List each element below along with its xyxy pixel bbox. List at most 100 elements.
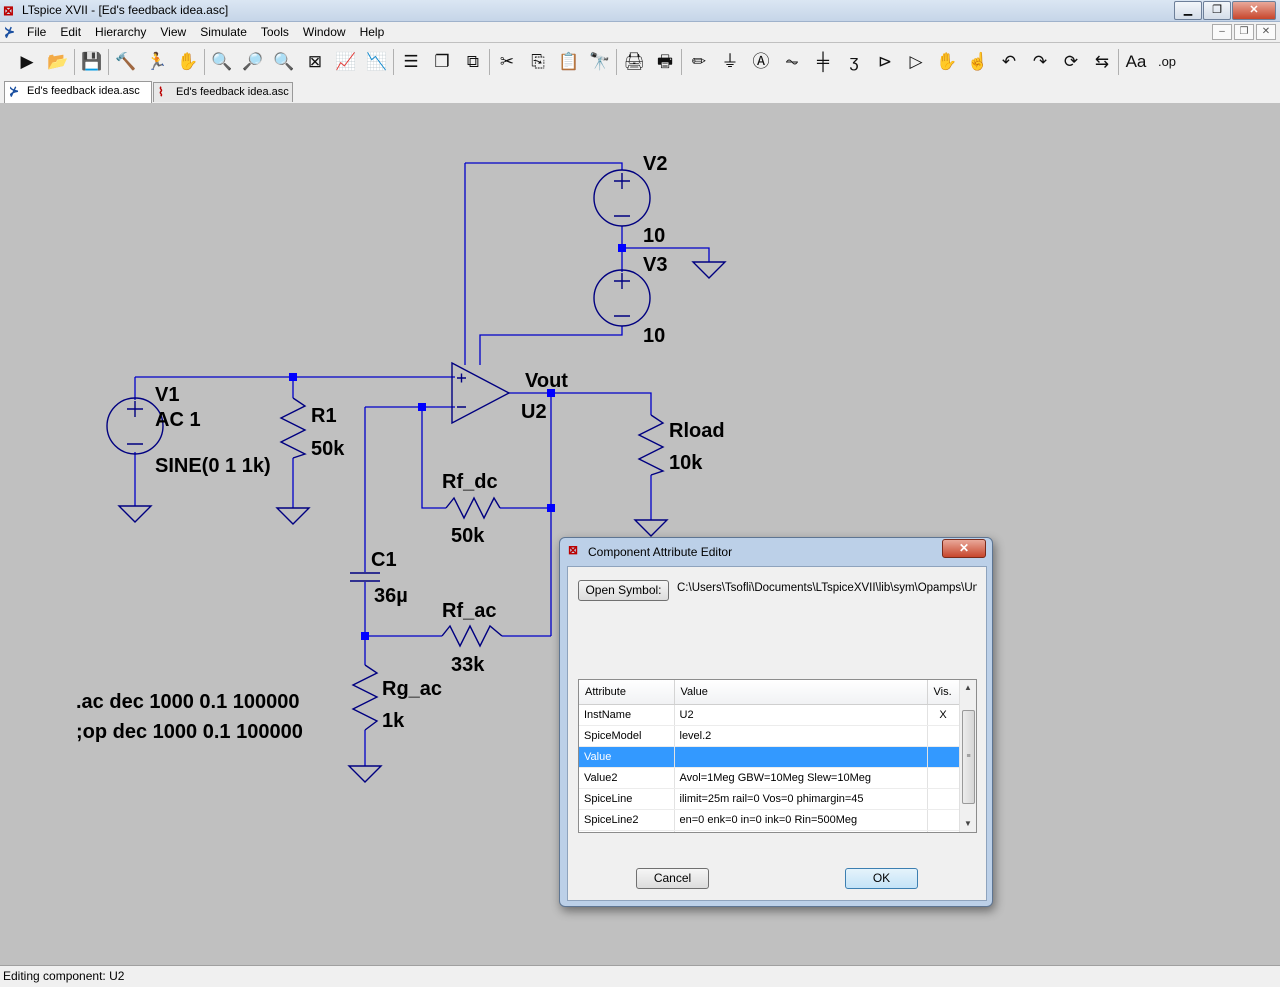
attribute-name[interactable]: InstName [579,704,675,726]
drag-icon[interactable]: ☝ [967,52,989,71]
r1-label[interactable]: R1 [311,405,337,427]
rg-ac-value[interactable]: 1k [382,710,405,732]
v3-value[interactable]: 10 [643,325,665,347]
mdi-close-button[interactable]: ✕ [1256,24,1276,40]
spice-directive-ac[interactable]: .ac dec 1000 0.1 100000 [76,691,300,713]
autorange-icon[interactable]: 📈 [335,52,357,71]
rg-ac-label[interactable]: Rg_ac [382,678,442,700]
attribute-name[interactable]: SpiceLine [579,788,675,810]
dialog-titlebar[interactable]: ⊠ Component Attribute Editor ✕ [560,538,992,564]
v2-label[interactable]: V2 [643,153,667,175]
table-row[interactable]: InstName U2 X [579,704,961,726]
label-net-icon[interactable]: Ⓐ [752,52,770,71]
attribute-value[interactable] [674,746,928,768]
rotate-icon[interactable]: ⟳ [1063,52,1079,71]
scroll-up-icon[interactable]: ▲ [964,683,972,692]
rf-ac-value[interactable]: 33k [451,654,485,676]
zoom-out-icon[interactable]: 🔍 [273,52,295,71]
attribute-name[interactable]: SpiceLine2 [579,809,675,831]
menu-simulate[interactable]: Simulate [200,25,247,39]
rf-ac-label[interactable]: Rf_ac [442,600,496,622]
undo-icon[interactable]: ↶ [1001,52,1017,71]
attribute-name[interactable]: SpiceModel [579,725,675,747]
v2-value[interactable]: 10 [643,225,665,247]
minimize-button[interactable]: ▁ [1174,1,1202,20]
document-menu-icon[interactable]: ⊁ [4,24,15,39]
open-symbol-button[interactable]: Open Symbol: [578,580,669,601]
rf-dc-value[interactable]: 50k [451,525,485,547]
column-value[interactable]: Value [674,680,928,705]
menu-edit[interactable]: Edit [60,25,82,39]
attribute-grid[interactable]: Attribute Value Vis. InstName U2 X Spice… [578,679,977,833]
table-row[interactable]: SpiceLine2 en=0 enk=0 in=0 ink=0 Rin=500… [579,809,961,831]
scroll-thumb[interactable]: ≡ [962,710,975,804]
attribute-grid-scrollbar[interactable]: ▲ ≡ ▼ [959,680,976,832]
print-setup-icon[interactable]: 🖶 [656,52,674,71]
column-attribute[interactable]: Attribute [579,680,675,705]
attribute-visible[interactable] [927,788,961,810]
tab-plot[interactable]: ⌇ Ed's feedback idea.asc [153,82,293,102]
table-row[interactable]: SpiceModel level.2 [579,725,961,747]
zoom-pan-icon[interactable]: 🔎 [242,52,264,71]
cascade-icon[interactable]: ❐ [434,52,450,71]
scroll-down-icon[interactable]: ▼ [964,819,972,828]
copy-icon[interactable]: ⎘ [531,52,545,71]
component-icon[interactable]: ▷ [909,52,923,71]
rload-value[interactable]: 10k [669,452,703,474]
attribute-visible[interactable] [927,746,961,768]
capacitor-icon[interactable]: ╪ [816,52,830,71]
mdi-restore-button[interactable]: ❐ [1234,24,1254,40]
rload-label[interactable]: Rload [669,420,725,442]
v3-label[interactable]: V3 [643,254,667,276]
table-row-selected[interactable]: Value [579,746,961,768]
table-row[interactable]: SpiceLine ilimit=25m rail=0 Vos=0 phimar… [579,788,961,810]
print-icon[interactable]: 🖨 [623,52,645,71]
menu-view[interactable]: View [160,25,187,39]
restore-button[interactable]: ❐ [1203,1,1231,20]
attribute-visible[interactable] [927,725,961,747]
attribute-value[interactable]: en=0 enk=0 in=0 ink=0 Rin=500Meg [674,809,928,831]
plot-settings-icon[interactable]: 📉 [366,52,388,71]
attribute-value[interactable]: ilimit=25m rail=0 Vos=0 phimargin=45 [674,788,928,810]
paste-icon[interactable]: 📋 [558,52,580,71]
r1-value[interactable]: 50k [311,438,345,460]
mirror-icon[interactable]: ⇆ [1094,52,1110,71]
pan-icon[interactable]: ✋ [177,52,199,71]
schematic-drawing[interactable]: V2 10 V3 10 V1 AC 1 SINE(0 1 1k) R1 50k … [0,103,1280,965]
text-icon[interactable]: Aa [1125,52,1147,71]
ltspice-app-icon[interactable]: ⊠ [3,3,14,18]
u2-label[interactable]: U2 [521,401,547,423]
table-row[interactable]: Value2 Avol=1Meg GBW=10Meg Slew=10Meg [579,767,961,789]
menu-window[interactable]: Window [302,25,346,39]
control-panel-icon[interactable]: 🔨 [115,52,137,71]
attribute-value[interactable]: U2 [674,704,928,726]
resistor-icon[interactable]: ⏦ [785,52,799,71]
mdi-minimize-button[interactable]: ‒ [1212,24,1232,40]
inductor-icon[interactable]: ʒ [849,52,859,71]
zoom-fit-icon[interactable]: ⊠ [307,52,323,71]
v1-label[interactable]: V1 [155,384,179,406]
close-button[interactable]: ✕ [1232,1,1276,20]
menu-hierarchy[interactable]: Hierarchy [95,25,147,39]
c1-value[interactable]: 36µ [374,585,408,607]
attribute-visible[interactable] [927,809,961,831]
spice-directive-op[interactable]: ;op dec 1000 0.1 100000 [76,721,303,743]
menu-file[interactable]: File [27,25,47,39]
menu-tools[interactable]: Tools [260,25,289,39]
attribute-name[interactable]: Value2 [579,767,675,789]
tile-horizontal-icon[interactable]: ☰ [403,52,419,71]
attribute-value[interactable]: Avol=1Meg GBW=10Meg Slew=10Meg [674,767,928,789]
open-icon[interactable]: 📂 [47,52,69,71]
run-icon[interactable]: ▶ [20,52,34,71]
diode-icon[interactable]: ⊳ [877,52,893,71]
ok-button[interactable]: OK [845,868,918,889]
spice-directive-icon[interactable]: .op [1157,54,1177,69]
zoom-in-icon[interactable]: 🔍 [211,52,233,71]
menu-help[interactable]: Help [359,25,385,39]
attribute-value[interactable]: level.2 [674,725,928,747]
tab-schematic[interactable]: ⊁ Ed's feedback idea.asc [4,81,152,103]
save-icon[interactable]: 💾 [81,52,103,71]
dialog-close-button[interactable]: ✕ [942,539,986,558]
halt-icon[interactable]: 🏃 [146,52,168,71]
move-icon[interactable]: ✋ [936,52,958,71]
